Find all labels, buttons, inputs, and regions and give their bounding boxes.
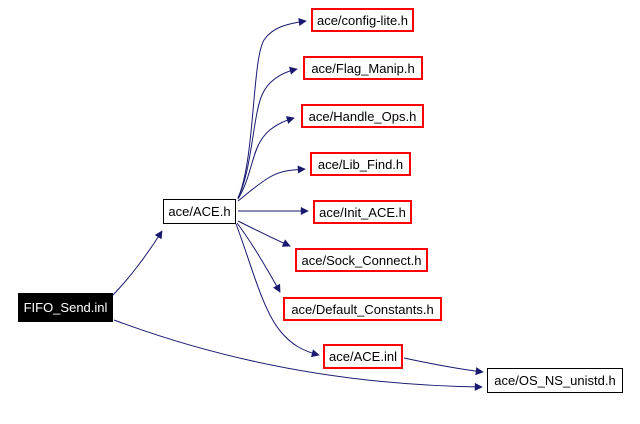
node-ace-lib-find-h[interactable]: ace/Lib_Find.h [310,152,411,176]
edge-fifo-send-to-os-ns-unistd [113,319,483,391]
node-ace-ace-inl[interactable]: ace/ACE.inl [323,344,403,369]
node-ace-os-ns-unistd-h[interactable]: ace/OS_NS_unistd.h [487,368,623,393]
node-ace-sock-connect-h[interactable]: ace/Sock_Connect.h [295,248,428,272]
edge-ace-h-to-lib-find [237,165,306,202]
edge-ace-h-to-handle-ops [237,116,295,200]
edge-fifo-send-to-ace-h [110,230,163,298]
node-ace-default-constants-h[interactable]: ace/Default_Constants.h [283,297,442,321]
edge-ace-h-to-default-constants [236,222,281,293]
edge-ace-inl-to-os-ns-unistd [403,357,484,376]
edge-ace-h-to-sock-connect [237,220,291,247]
node-ace-handle-ops-h[interactable]: ace/Handle_Ops.h [301,104,424,128]
edge-ace-h-to-flag-manip [237,66,298,199]
node-ace-config-lite-h[interactable]: ace/config-lite.h [311,8,414,32]
edge-ace-h-to-ace-inl [235,223,320,358]
edge-ace-h-to-config-lite [237,18,307,199]
node-fifo-send-inl: FIFO_Send.inl [18,293,113,322]
node-ace-flag-manip-h[interactable]: ace/Flag_Manip.h [303,56,423,80]
node-ace-init-ace-h[interactable]: ace/Init_ACE.h [313,200,412,224]
node-ace-ace-h[interactable]: ace/ACE.h [163,199,236,224]
